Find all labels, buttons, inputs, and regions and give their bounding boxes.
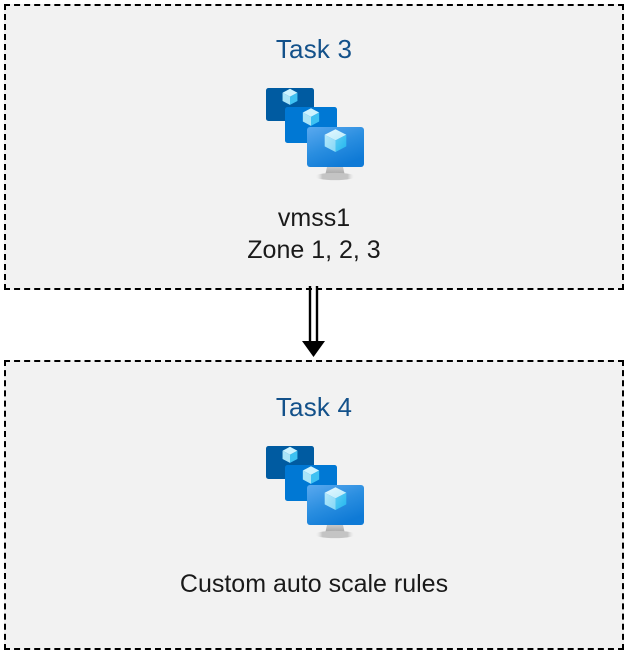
connector-task3-to-task4 bbox=[288, 286, 340, 362]
vmss-icon bbox=[262, 84, 366, 182]
monitor-front bbox=[307, 127, 364, 167]
task3-caption-line-2: Zone 1, 2, 3 bbox=[247, 236, 381, 264]
task3-caption-line-1: vmss1 bbox=[277, 204, 351, 232]
vmss-icon bbox=[262, 442, 366, 540]
task4-caption-line-1: Custom auto scale rules bbox=[179, 570, 449, 598]
task4-title: Task 4 bbox=[275, 392, 353, 422]
task3-caption: vmss1 Zone 1, 2, 3 bbox=[247, 202, 380, 266]
monitor-stand bbox=[314, 167, 356, 181]
task3-title: Task 3 bbox=[275, 34, 353, 64]
monitor-stand bbox=[314, 525, 356, 539]
task-box-task4: Task 4 bbox=[4, 360, 624, 650]
task4-caption: Custom auto scale rules bbox=[180, 568, 448, 600]
monitor-front bbox=[307, 485, 364, 525]
task-box-task3: Task 3 bbox=[4, 4, 624, 290]
